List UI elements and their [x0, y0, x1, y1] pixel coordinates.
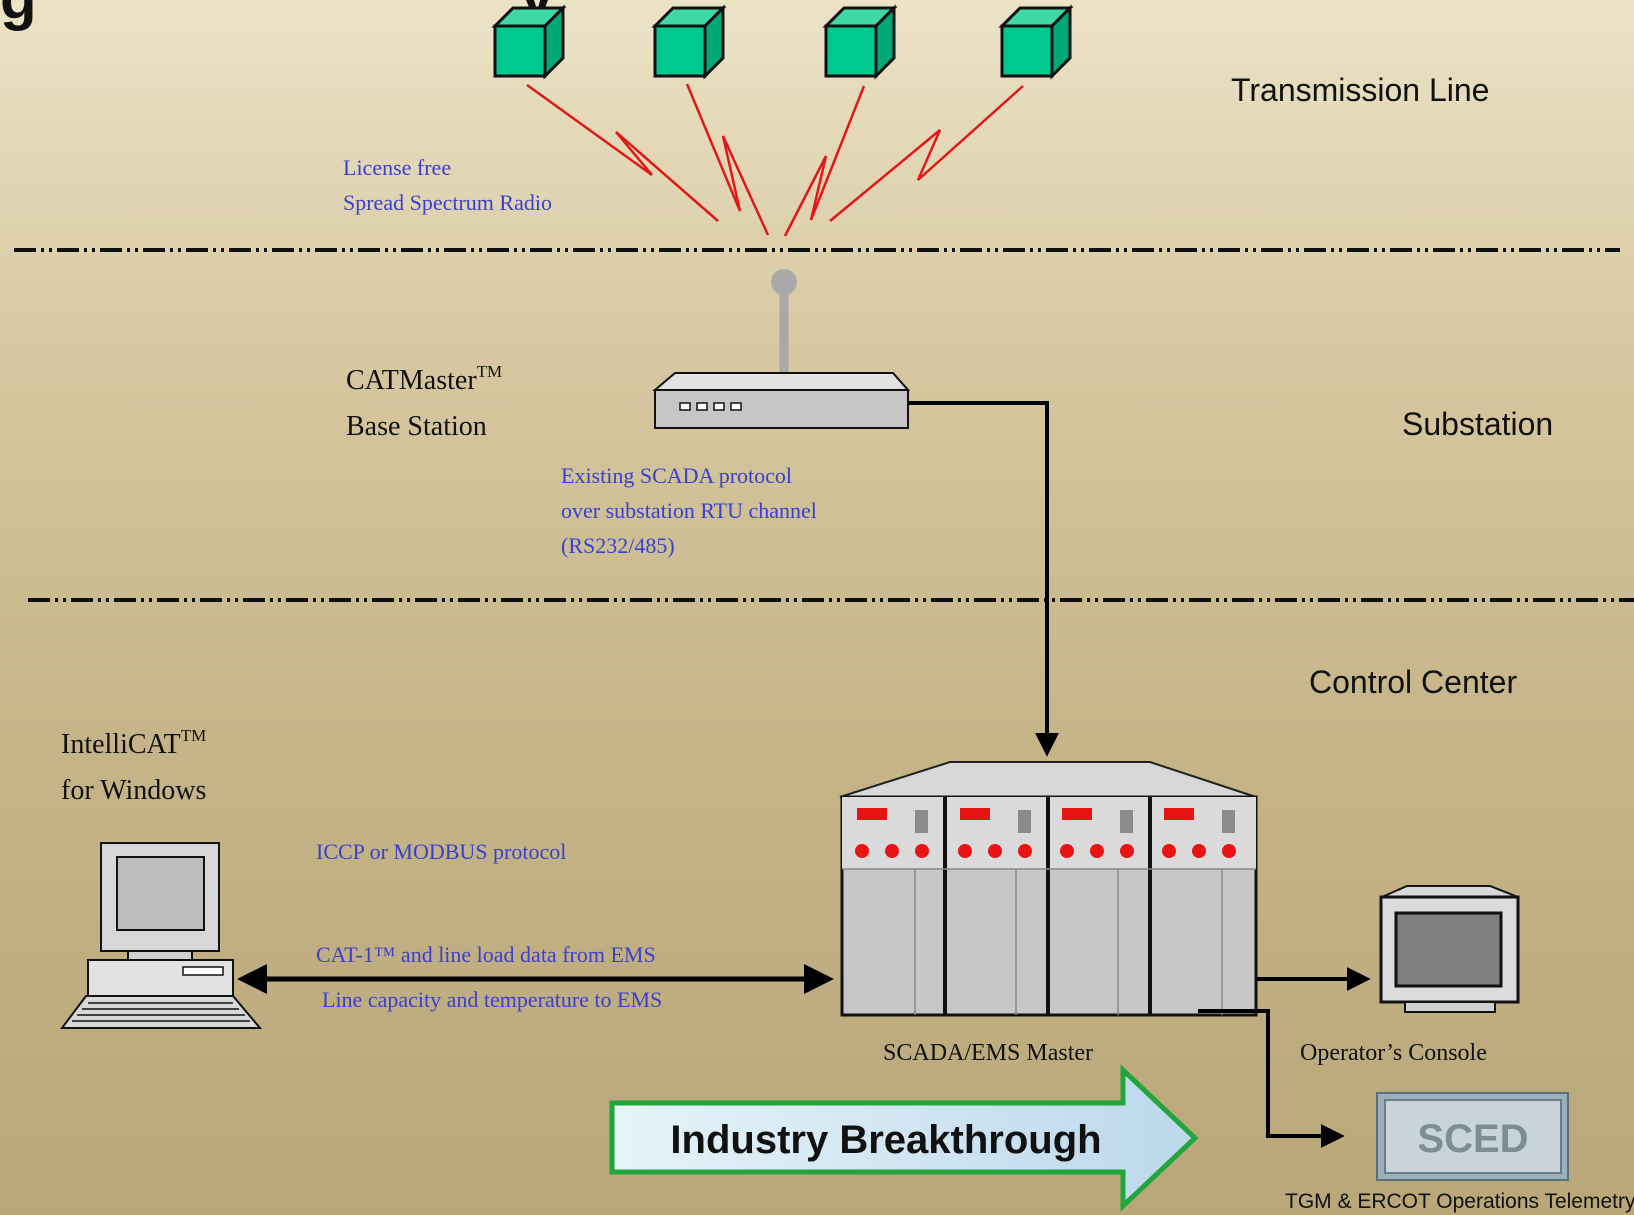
- radio-note: License free Spread Spectrum Radio: [343, 150, 552, 220]
- base-station-name: CATMaster: [346, 365, 477, 396]
- master-label: SCADA/EMS Master: [883, 1040, 1094, 1066]
- radio-note-line1: License free: [343, 155, 452, 180]
- base-to-master-link: [908, 401, 1059, 757]
- base-station-label: CATMasterTM Base Station: [346, 349, 502, 450]
- server-rack-icon: [839, 761, 1258, 1017]
- master-to-sced-link: [1198, 1009, 1345, 1148]
- region-control-center: Control Center: [1309, 664, 1518, 700]
- scada-note-line1: Existing SCADA protocol: [561, 463, 793, 488]
- console-label: Operator’s Console: [1300, 1040, 1487, 1066]
- pc-icon: [60, 842, 263, 1029]
- sensor-cube-icon: [998, 4, 1074, 80]
- scada-note-line3: (RS232/485): [561, 533, 675, 558]
- breakthrough-label: Industry Breakthrough: [670, 1118, 1101, 1162]
- telemetry-label: TGM & ERCOT Operations Telemetry: [1285, 1190, 1634, 1213]
- scada-note: Existing SCADA protocol over substation …: [561, 458, 817, 563]
- scada-note-line2: over substation RTU channel: [561, 498, 817, 523]
- data-to-ems-note: Line capacity and temperature to EMS: [322, 987, 663, 1012]
- antenna-icon: [771, 269, 797, 376]
- intellicat-sub: for Windows: [61, 775, 207, 806]
- base-station-icon: [652, 372, 911, 429]
- radio-note-line2: Spread Spectrum Radio: [343, 190, 552, 215]
- region-substation: Substation: [1402, 406, 1554, 442]
- breakthrough-arrow: Industry Breakthrough: [609, 1064, 1199, 1212]
- data-from-ems-note: CAT-1™ and line load data from EMS: [316, 942, 656, 967]
- sensor-cube-icon: [822, 4, 898, 80]
- intellicat-label: IntelliCATTM for Windows: [61, 713, 206, 814]
- sced-box: SCED: [1376, 1092, 1569, 1181]
- title-fragment: g y g y: [0, 0, 1634, 31]
- intellicat-tm: TM: [180, 726, 207, 745]
- protocol-note: ICCP or MODBUS protocol: [316, 839, 567, 864]
- region-transmission-line: Transmission Line: [1231, 72, 1490, 108]
- monitor-icon: [1379, 885, 1520, 1013]
- intellicat-name: IntelliCAT: [61, 729, 181, 760]
- telemetry-clip: TGM & ERCOT Operations Telemetry: [1285, 1190, 1634, 1215]
- sensor-cube-icon: [491, 4, 567, 80]
- sced-label: SCED: [1417, 1117, 1528, 1161]
- base-station-tm: TM: [476, 362, 503, 381]
- base-station-sub: Base Station: [346, 411, 487, 442]
- sensor-cube-icon: [651, 4, 727, 80]
- radio-link-icon: [526, 83, 1024, 237]
